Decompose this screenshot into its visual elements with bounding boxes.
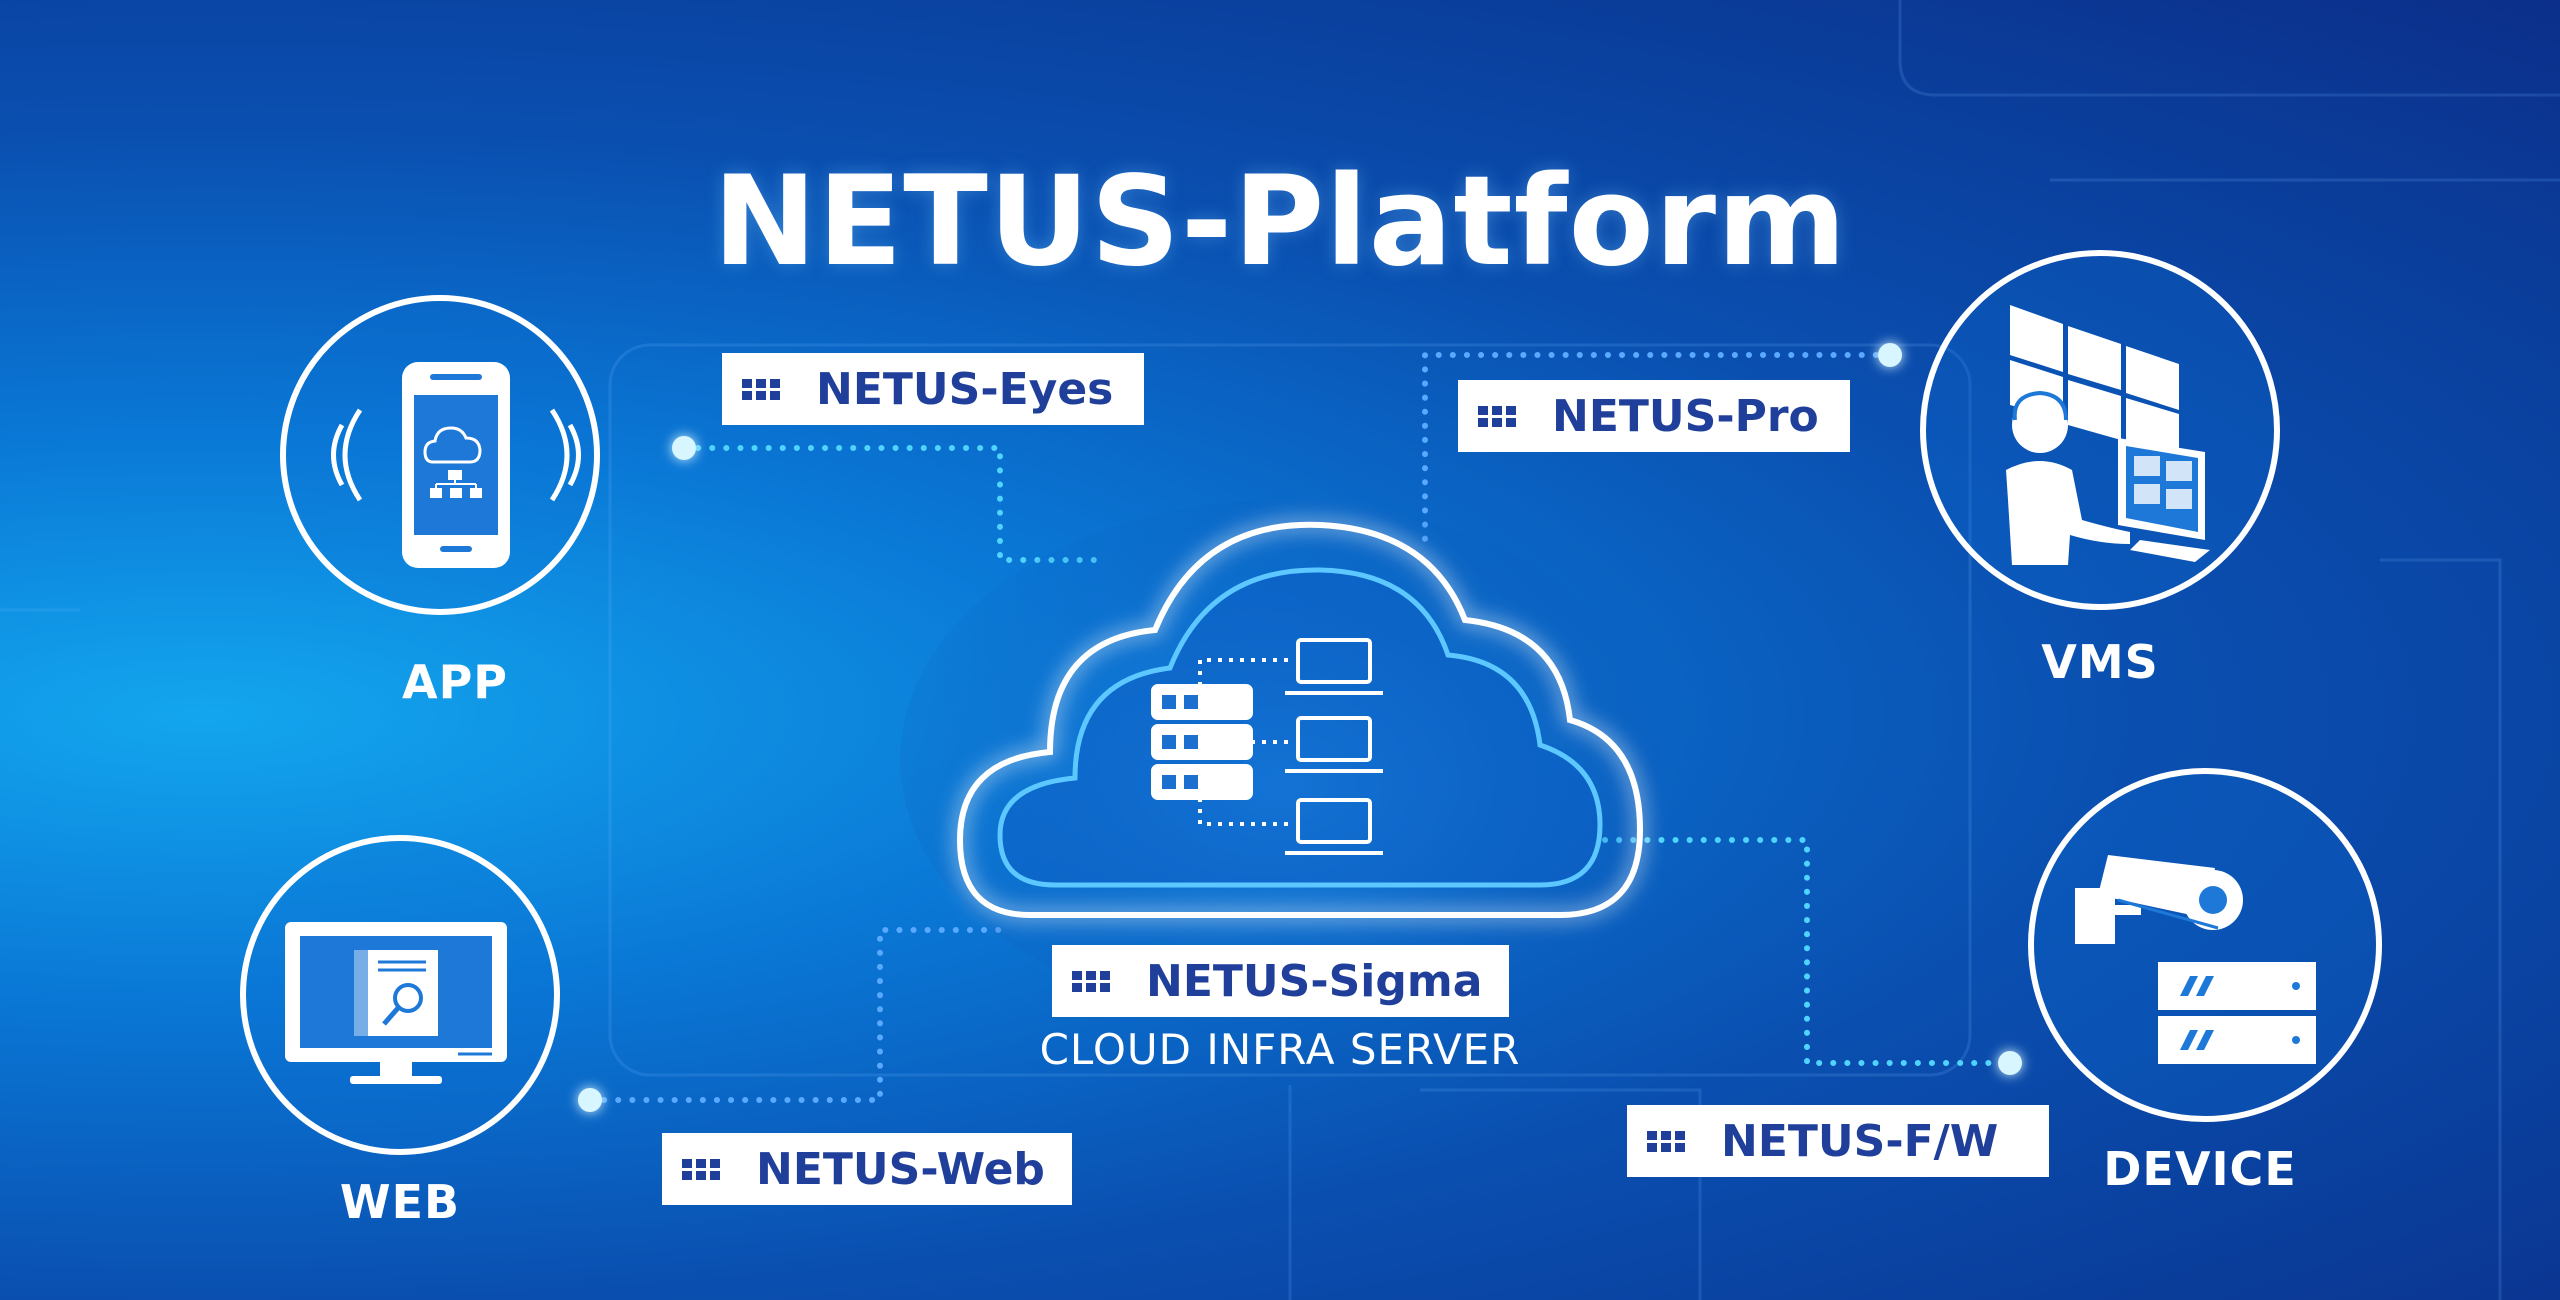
tag-label: NETUS-F/W [1721, 1115, 1999, 1167]
cloud-caption: CLOUD INFRA SERVER [1039, 1025, 1521, 1074]
vms-node [1920, 250, 2280, 610]
tag-netus-eyes: NETUS-Eyes [722, 353, 1144, 425]
operator-video-wall-icon [2006, 305, 2210, 565]
endpoint-vms-dot [1878, 343, 1902, 367]
page-title: NETUS-Platform [712, 150, 1848, 294]
tag-netus-pro: NETUS-Pro [1458, 380, 1850, 452]
tag-label: NETUS-Web [756, 1143, 1045, 1195]
endpoint-device-dot [1998, 1051, 2022, 1075]
app-node [280, 295, 600, 615]
endpoint-web-dot [578, 1088, 602, 1112]
connector-app-cloud [681, 445, 1108, 563]
endpoint-app-dot [672, 436, 696, 460]
connector-vms-cloud [1422, 352, 1893, 543]
device-node [2028, 768, 2382, 1122]
app-label: APP [401, 655, 509, 709]
cloud-server-icon [900, 500, 1660, 1020]
web-label: WEB [339, 1175, 461, 1229]
connector-endpoints [578, 343, 2022, 1112]
smartphone-cloud-icon [331, 362, 581, 568]
tag-netus-sigma: NETUS-Sigma [1052, 945, 1509, 1017]
grid-icon [682, 1156, 736, 1182]
connector-web-cloud [587, 927, 1003, 1103]
tag-label: NETUS-Sigma [1146, 955, 1483, 1007]
monitor-search-icon [285, 922, 507, 1084]
grid-icon [1478, 403, 1532, 429]
device-label: DEVICE [2103, 1142, 2297, 1196]
tag-netus-web: NETUS-Web [662, 1133, 1072, 1205]
tag-label: NETUS-Pro [1552, 390, 1819, 442]
tag-netus-fw: NETUS-F/W [1627, 1105, 2049, 1177]
web-node [240, 835, 560, 1155]
cctv-camera-nvr-icon [2075, 855, 2316, 1064]
grid-icon [1072, 968, 1126, 994]
grid-icon [742, 376, 796, 402]
connector-device-cloud [1602, 837, 2013, 1066]
grid-icon [1647, 1128, 1701, 1154]
vms-label: VMS [2041, 635, 2159, 689]
tag-label: NETUS-Eyes [816, 363, 1114, 415]
